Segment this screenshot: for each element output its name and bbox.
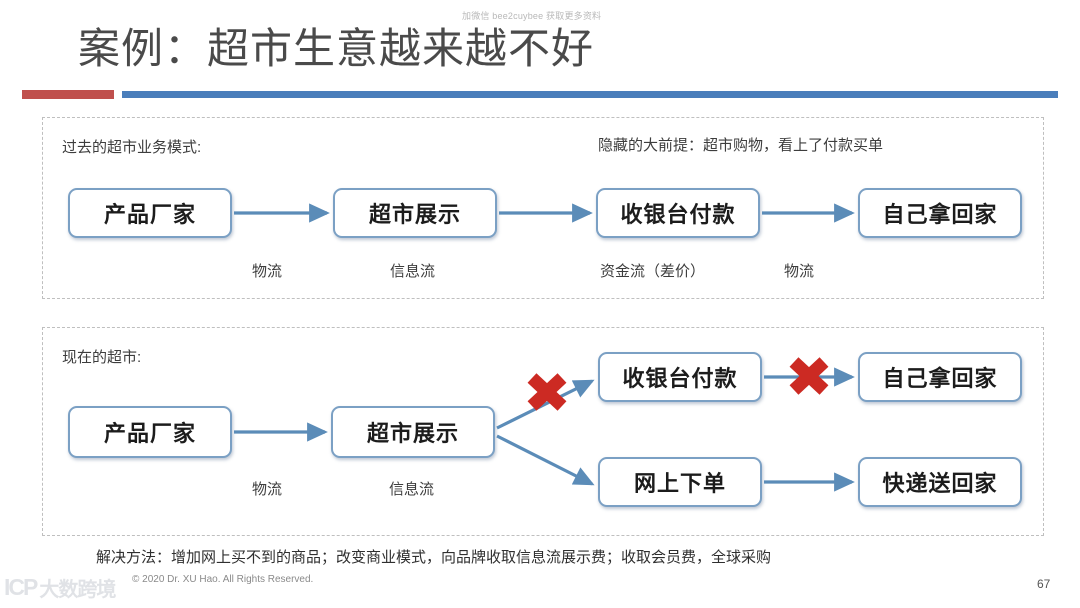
process-box-courier-delivery[interactable]: 快递送回家 — [858, 457, 1022, 507]
flow-label-capital-past: 资金流（差价） — [600, 263, 706, 280]
process-box-manufacturer-past[interactable]: 产品厂家 — [68, 188, 232, 238]
top-watermark: 加微信 bee2cuybee 获取更多资料 — [462, 11, 602, 21]
process-box-manufacturer-now[interactable]: 产品厂家 — [68, 406, 232, 458]
page-title: 案例：超市生意越来越不好 — [78, 25, 595, 72]
accent-rule-red — [22, 90, 114, 99]
blocked-path-x-icon-branch — [527, 373, 567, 411]
logo-text: 大数跨境 — [39, 578, 116, 601]
process-box-carry-home-now[interactable]: 自己拿回家 — [858, 352, 1022, 402]
copyright-notice: © 2020 Dr. XU Hao. All Rights Reserved. — [132, 574, 314, 585]
page-number: 67 — [1037, 577, 1051, 591]
solution-note: 解决方法：增加网上买不到的商品；改变商业模式，向品牌收取信息流展示费；收取会员费… — [96, 549, 772, 566]
accent-rule-blue — [122, 91, 1058, 98]
hidden-premise-note: 隐藏的大前提：超市购物，看上了付款买单 — [598, 137, 884, 154]
process-box-supermarket-display-past[interactable]: 超市展示 — [333, 188, 497, 238]
process-box-online-order[interactable]: 网上下单 — [598, 457, 762, 507]
flow-label-logistics-past-1: 物流 — [252, 263, 283, 280]
flow-label-information-now: 信息流 — [389, 481, 435, 498]
process-box-checkout-payment-now[interactable]: 收银台付款 — [598, 352, 762, 402]
logo-mark-icon: ICP — [4, 573, 38, 600]
flow-label-logistics-now: 物流 — [252, 481, 283, 498]
flow-label-logistics-past-2: 物流 — [784, 263, 815, 280]
process-box-carry-home-past[interactable]: 自己拿回家 — [858, 188, 1022, 238]
blocked-path-x-icon-delivery — [789, 357, 829, 395]
panel-past-model — [42, 117, 1044, 299]
panel-past-caption: 过去的超市业务模式: — [62, 139, 202, 156]
flow-label-information-past: 信息流 — [390, 263, 436, 280]
panel-current-caption: 现在的超市: — [62, 349, 142, 366]
logo-watermark: ICP 大数跨境 — [4, 570, 136, 604]
panel-current-model — [42, 327, 1044, 536]
process-box-checkout-payment-past[interactable]: 收银台付款 — [596, 188, 760, 238]
process-box-supermarket-display-now[interactable]: 超市展示 — [331, 406, 495, 458]
